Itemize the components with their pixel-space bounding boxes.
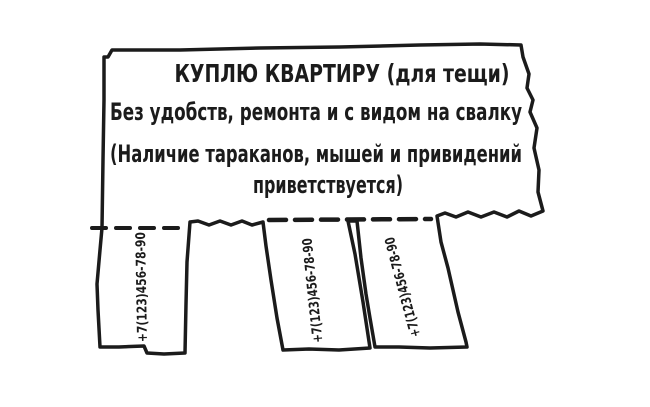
tear-off-tab-phone-1: +7(123)456-78-90 [133, 232, 151, 342]
ad-body-line-3: приветствуется) [253, 171, 403, 199]
poster-paper-outline [95, 42, 545, 356]
perforation-line-right [266, 216, 434, 223]
ad-body-line-1: Без удобств, ремонта и с видом на свалку [110, 98, 522, 126]
ad-body-line-2: (Наличие тараканов, мышей и привидений [110, 140, 522, 168]
ad-title-text: КУПЛЮ КВАРТИРУ (для тещи) [175, 59, 510, 88]
